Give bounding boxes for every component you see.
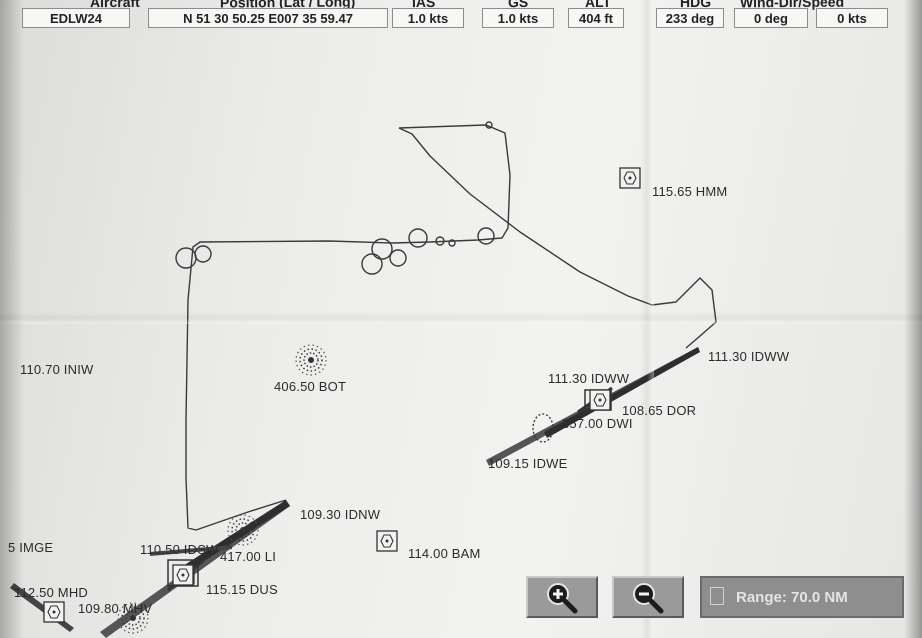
paper-fold-vertical (640, 0, 654, 638)
navaid-label: 115.15 DUS (206, 582, 278, 597)
ils-beams (10, 347, 700, 638)
vor-bam-icon (376, 530, 398, 552)
navaid-label: 109.30 IDNW (300, 507, 381, 522)
vor-dor-icon (589, 389, 611, 411)
wind-speed-field: 0 kts (816, 8, 888, 28)
navaid-label: 109.15 IDWE (488, 456, 568, 471)
flight-track (175, 121, 717, 531)
alt-field: 404 ft (568, 8, 624, 28)
edge-shadow (0, 0, 24, 638)
range-label: Range: 70.0 NM (736, 588, 848, 606)
ndb-bot-icon (295, 344, 327, 376)
zoom-out-icon (633, 583, 664, 614)
vor-hmm-icon (619, 167, 641, 189)
navaid-label: 112.50 MHD (14, 585, 89, 600)
edge-shadow (904, 0, 922, 638)
navaid-label: 417.00 LI (220, 549, 277, 564)
navaid-label: 108.65 DOR (622, 403, 697, 418)
paper-fold-horizontal (0, 312, 922, 324)
vor-dus-icon (172, 564, 194, 586)
vor-mhd-icon (43, 601, 65, 623)
gs-field: 1.0 kts (482, 8, 554, 28)
navaid-label: 406.50 BOT (274, 379, 347, 394)
wind-dir-field: 0 deg (734, 8, 808, 28)
zoom-in-button[interactable] (526, 576, 598, 618)
navaid-label: 357.00 DWI (562, 416, 633, 431)
position-field: N 51 30 50.25 E007 35 59.47 (148, 8, 388, 28)
navaid-label: 111.30 IDWW (708, 349, 790, 364)
zoom-in-icon (547, 583, 578, 614)
navaid-label: 5 IMGE (8, 540, 54, 555)
range-icon (710, 587, 724, 605)
navaid-label: 111.30 IDWW (548, 371, 630, 386)
airport-field: EDLW24 (22, 8, 130, 28)
range-selector[interactable]: Range: 70.0 NM (700, 576, 904, 618)
zoom-out-button[interactable] (612, 576, 684, 618)
navaid-label: 110.50 IDSW (140, 542, 219, 557)
navaid-label: 109.80 MHV (78, 601, 153, 616)
navaid-label: 115.65 HMM (652, 184, 728, 199)
flight-status-header: Aircraft Position (Lat / Long) IAS GS AL… (20, 0, 920, 34)
navaid-label: 110.70 INIW (20, 362, 94, 377)
hdg-field: 233 deg (656, 8, 724, 28)
ias-field: 1.0 kts (392, 8, 464, 28)
navaid-label: 114.00 BAM (408, 546, 481, 561)
ndb-dwi-icon (532, 413, 554, 443)
